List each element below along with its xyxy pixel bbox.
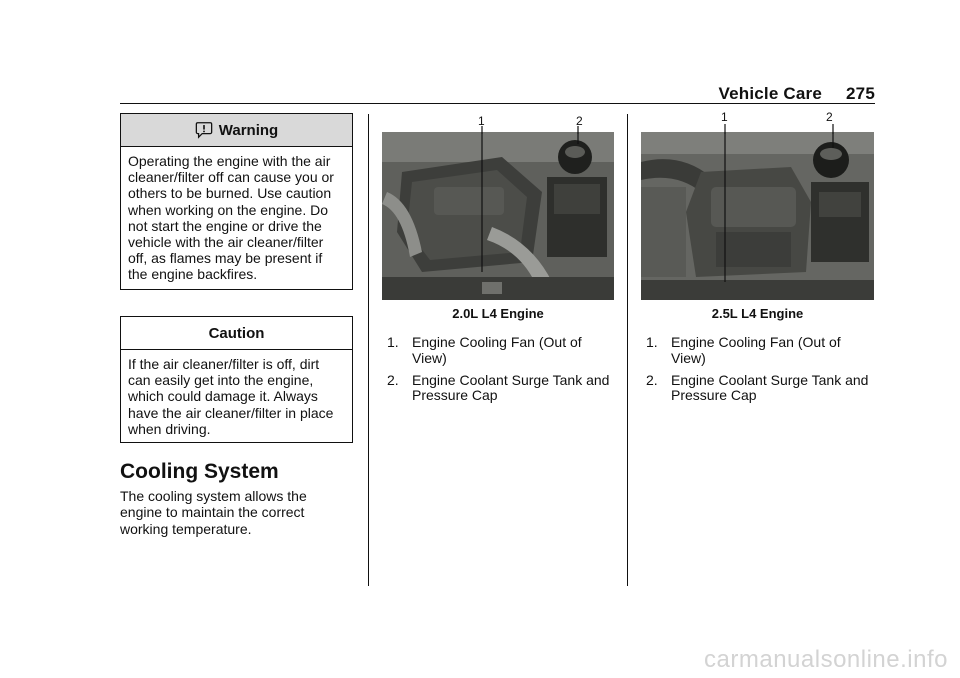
caution-box: Caution If the air cleaner/filter is off…	[120, 316, 353, 443]
caution-header: Caution	[121, 317, 352, 350]
section-name: Vehicle Care	[718, 84, 823, 103]
warning-icon	[195, 122, 213, 139]
callout-2: 2	[826, 110, 833, 124]
callout-1: 1	[478, 114, 485, 128]
header-rule	[120, 103, 875, 104]
figure-caption-2-0l: 2.0L L4 Engine	[452, 306, 544, 321]
warning-text: Operating the engine with the air cleane…	[128, 153, 334, 283]
engine-photo-2-5l	[641, 132, 874, 300]
caution-title: Caution	[208, 324, 265, 342]
callout-1: 1	[721, 110, 728, 124]
warning-box: Warning Operating the engine with the ai…	[120, 113, 353, 290]
warning-header: Warning	[121, 114, 352, 147]
page-header: Vehicle Care 275	[120, 84, 875, 104]
list-item: 2.Engine Coolant Surge Tank and Pressure…	[646, 371, 869, 404]
list-item: 1.Engine Cooling Fan (Out of View)	[387, 334, 582, 366]
section-paragraph: The cooling system allows the engine to …	[120, 488, 307, 537]
parts-list-2-0l: 1.Engine Cooling Fan (Out of View) 2.Eng…	[387, 334, 615, 410]
figure-caption-2-5l: 2.5L L4 Engine	[711, 306, 804, 321]
engine-photo-2-0l	[382, 132, 614, 300]
caution-text: If the air cleaner/filter is off, dirt c…	[128, 356, 334, 437]
parts-list-2-5l: 1.Engine Cooling Fan (Out of View) 2.Eng…	[646, 334, 874, 410]
list-item: 1.Engine Cooling Fan (Out of View)	[646, 334, 841, 366]
callout-2: 2	[576, 114, 583, 128]
list-item: 2.Engine Coolant Surge Tank and Pressure…	[387, 371, 610, 404]
column-divider-right	[627, 114, 628, 586]
warning-title: Warning	[218, 121, 279, 139]
page-number: 275	[846, 84, 875, 103]
column-divider-left	[368, 114, 369, 586]
section-title: Cooling System	[120, 460, 279, 483]
watermark: carmanualsonline.info	[704, 646, 948, 673]
leader-lines-fig2	[724, 124, 834, 134]
leader-lines-fig1	[481, 126, 579, 134]
